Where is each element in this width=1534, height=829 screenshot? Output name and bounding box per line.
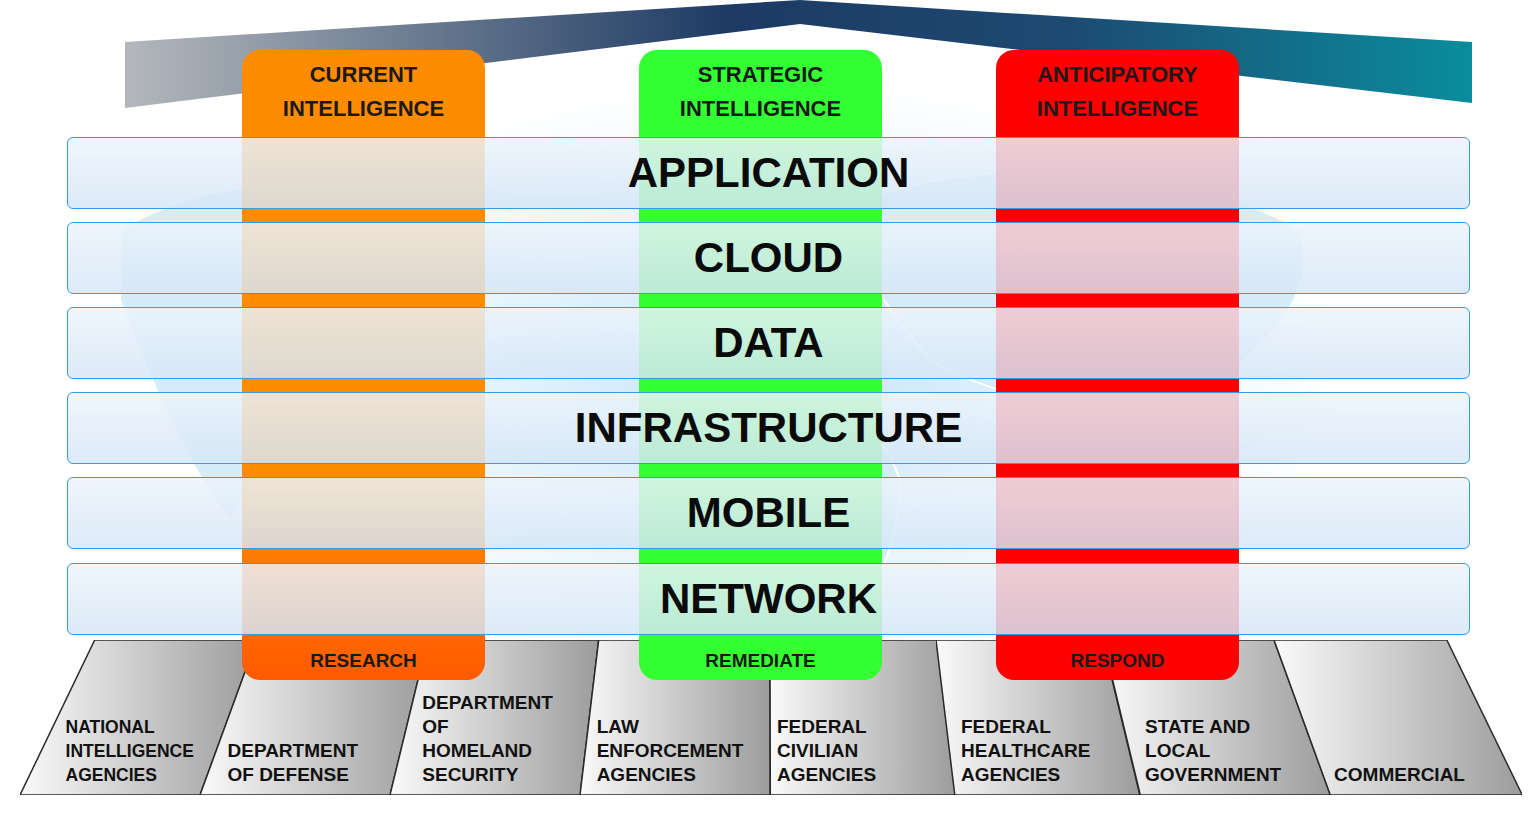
layer-label: DATA [713,318,823,368]
sector-label: NATIONAL INTELLIGENCE AGENCIES [66,715,199,787]
column-footer: REMEDIATE [649,649,872,673]
sector-label: STATE AND LOCAL GOVERNMENT [1145,715,1285,787]
layer-label: NETWORK [660,574,877,624]
layer-label: APPLICATION [628,148,910,198]
column-heading: STRATEGIC INTELLIGENCE [649,58,872,126]
column-footer: RESPOND [1006,649,1229,673]
sector-label: COMMERCIAL [1334,763,1494,787]
column-heading: CURRENT INTELLIGENCE [252,58,475,126]
sector-label: FEDERAL CIVILIAN AGENCIES [777,715,917,787]
column-heading: ANTICIPATORY INTELLIGENCE [1006,58,1229,126]
sector-label: DEPARTMENT OF HOMELAND SECURITY [422,691,560,787]
layer-band: INFRASTRUCTURE [67,392,1470,464]
layer-label: INFRASTRUCTURE [575,403,962,453]
sector-label: DEPARTMENT OF DEFENSE [227,739,372,787]
tile-outline [1274,640,1522,795]
layer-band: NETWORK [67,563,1470,635]
layer-band: DATA [67,307,1470,379]
layer-band: APPLICATION [67,137,1470,209]
column-footer: RESEARCH [252,649,475,673]
layer-band: MOBILE [67,477,1470,549]
sector-label: LAW ENFORCEMENT AGENCIES [597,715,755,787]
layer-band: CLOUD [67,222,1470,294]
sector-label: FEDERAL HEALTHCARE AGENCIES [961,715,1101,787]
sector-tile: COMMERCIAL [1274,640,1522,795]
layer-label: MOBILE [687,488,850,538]
layer-label: CLOUD [694,233,843,283]
